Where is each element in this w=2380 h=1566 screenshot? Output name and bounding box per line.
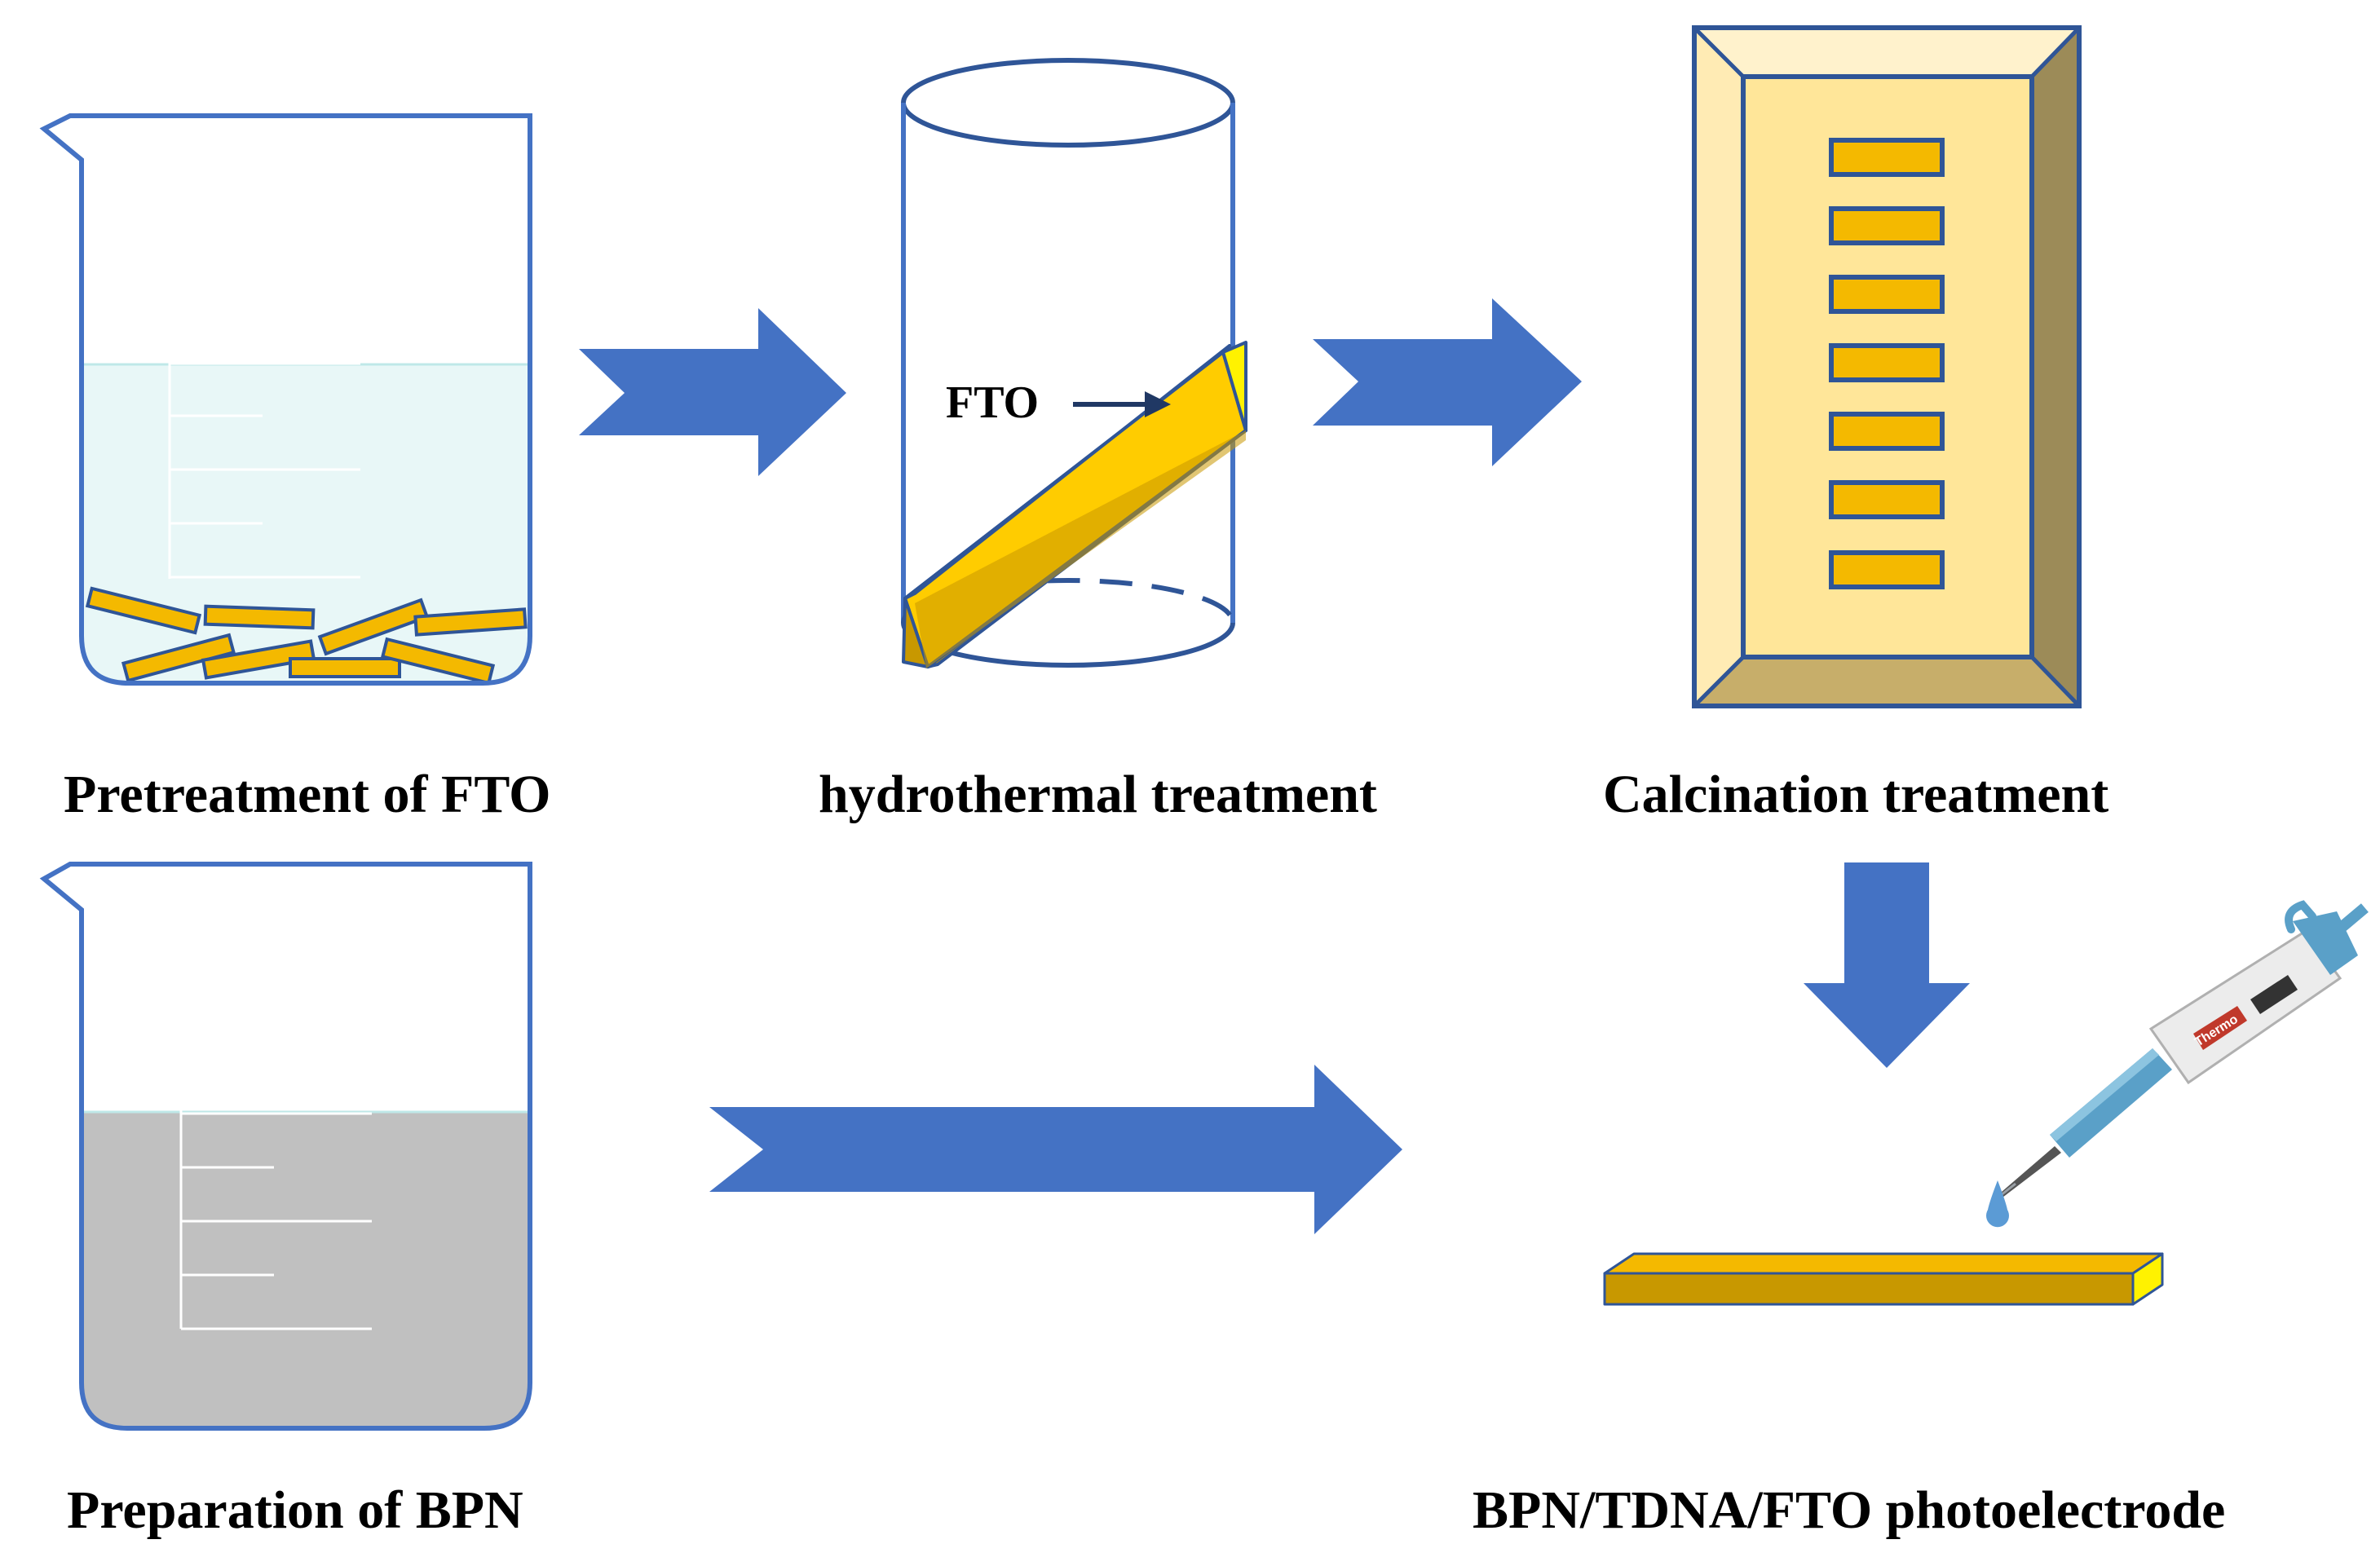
caption-calcination: Calcination treatment (1603, 765, 2108, 824)
droplet-icon (1986, 1180, 2010, 1228)
caption-hydrothermal: hydrothermal treatment (819, 765, 1377, 824)
autoclave-cylinder-icon: FTO (901, 58, 1247, 668)
caption-photoelectrode: BPN/TDNA/FTO photoelectrode (1473, 1480, 2225, 1540)
graduation-marks (168, 258, 360, 579)
arrow-down (1804, 862, 1970, 1068)
pretreatment-beaker-icon (39, 113, 532, 686)
fto-slides (85, 586, 528, 686)
fto-sample-stack (1829, 138, 1945, 589)
water-fill (82, 364, 530, 683)
arrow-right-long (709, 1065, 1402, 1234)
pipette-icon: Thermo (1992, 900, 2369, 1203)
arrow-right-1 (579, 308, 846, 476)
arrow-right-2 (1313, 298, 1582, 466)
graduation-marks (179, 1004, 372, 1330)
caption-pretreatment: Pretreatment of FTO (64, 765, 550, 824)
bpn-liquid (82, 1112, 530, 1428)
furnace-icon (1692, 25, 2082, 708)
fto-label: FTO (946, 377, 1039, 428)
bpn-beaker-icon (39, 862, 532, 1431)
caption-bpn: Preparation of BPN (67, 1480, 523, 1540)
photoelectrode-slab-icon (1603, 1252, 2164, 1306)
